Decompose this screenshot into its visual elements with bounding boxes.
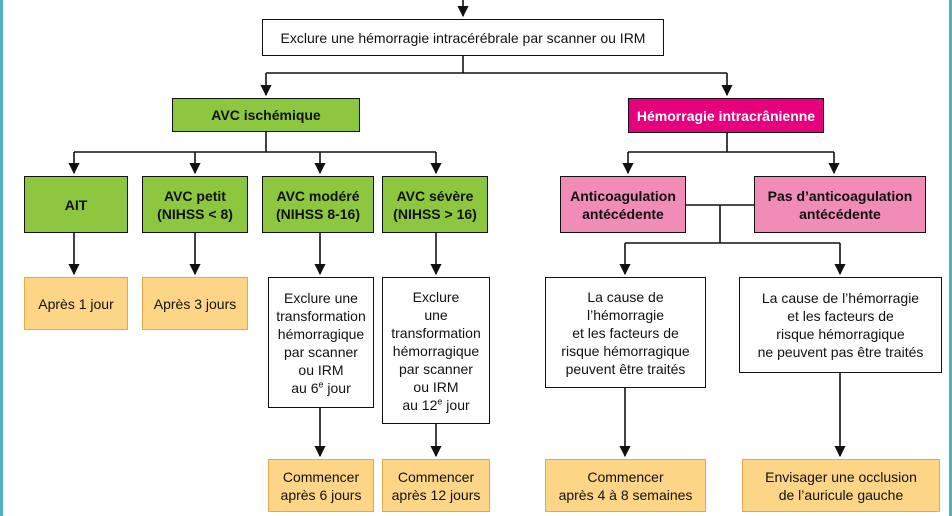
ait-start-box: Après 1 jour xyxy=(24,277,128,330)
small-stroke-box: AVC petit (NIHSS < 8) xyxy=(142,176,248,233)
untreatable-action-box: Envisager une occlusion de l’auricule ga… xyxy=(742,459,940,512)
severe-start-box: Commencer après 12 jours xyxy=(382,459,490,512)
small-start-box: Après 3 jours xyxy=(142,277,248,330)
intracranial-hemorrhage-box: Hémorragie intracrânienne xyxy=(628,98,824,133)
moderate-exclude-tail: jour xyxy=(323,379,351,396)
root-exclude-hemorrhage-box: Exclure une hémorragie intracérébrale pa… xyxy=(262,19,664,56)
untreatable-cause-box: La cause de l’hémorragie et les facteurs… xyxy=(739,277,942,373)
treatable-cause-box: La cause de l’hémorragie et les facteurs… xyxy=(545,277,706,388)
severe-exclude-transformation-box: Exclure une transformation hémorragique … xyxy=(382,277,490,424)
moderate-exclude-transformation-box: Exclure une transformation hémorragique … xyxy=(268,277,374,408)
severe-exclude-sup: e xyxy=(437,395,443,406)
moderate-exclude-text: Exclure une transformation hémorragique … xyxy=(276,289,366,396)
severe-exclude-tail: jour xyxy=(442,396,470,413)
moderate-start-box: Commencer après 6 jours xyxy=(268,459,374,512)
moderate-exclude-sup: e xyxy=(318,378,324,389)
ischemic-stroke-box: AVC ischémique xyxy=(172,98,360,132)
with-anticoagulation-box: Anticoagulation antécédente xyxy=(560,176,686,233)
without-anticoagulation-box: Pas d’anticoagulation antécédente xyxy=(754,176,926,233)
treatable-action-box: Commencer après 4 à 8 semaines xyxy=(545,459,706,512)
severe-exclude-text: Exclure une transformation hémorragique … xyxy=(391,288,481,413)
severe-stroke-box: AVC sévère (NIHSS > 16) xyxy=(382,176,488,233)
ait-box: AIT xyxy=(24,176,128,233)
moderate-stroke-box: AVC modéré (NIHSS 8-16) xyxy=(262,176,374,233)
